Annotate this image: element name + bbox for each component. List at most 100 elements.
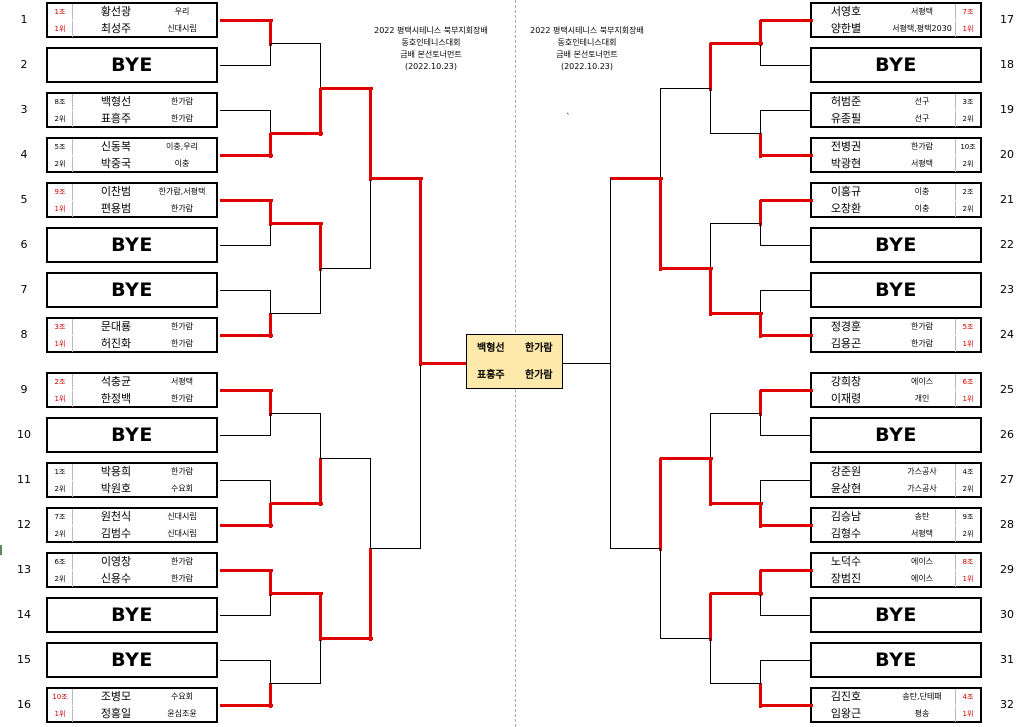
bracket-line <box>370 177 423 180</box>
club-name: 이충 <box>914 187 930 196</box>
title-right-line2: 동호인테니스대회 <box>557 38 617 47</box>
bracket-line <box>709 43 712 91</box>
player-name: 허범준 <box>830 95 862 108</box>
bracket-line <box>270 223 271 246</box>
bracket-line <box>220 19 273 22</box>
seed-number-24: 24 <box>1000 328 1014 341</box>
bracket-line <box>270 592 323 595</box>
club-name: 서평택,평택2030 <box>892 24 952 33</box>
bye-slot: BYE <box>46 417 218 453</box>
bracket-line <box>320 43 321 89</box>
seed-number-31: 31 <box>1000 653 1014 666</box>
player-name: 전병권 <box>830 140 862 153</box>
player-name: 박광현 <box>830 157 862 170</box>
bracket-line <box>369 88 372 181</box>
club-name: 수요회 <box>170 484 194 493</box>
bracket-line <box>709 268 712 316</box>
bracket-line <box>220 245 271 246</box>
club-name: 서평택 <box>910 529 934 538</box>
club-name: 서평택 <box>910 7 934 16</box>
bracket-line <box>270 132 323 135</box>
seed-number-25: 25 <box>1000 383 1014 396</box>
club-name: 한가람 <box>170 467 194 476</box>
club-name: 에이스 <box>910 557 934 566</box>
player-name: 박용희 <box>100 465 132 478</box>
bracket-line <box>760 389 813 392</box>
seed-number-15: 15 <box>17 653 31 666</box>
bracket-line <box>270 110 271 134</box>
seed-number-9: 9 <box>20 383 28 396</box>
bracket-line <box>319 458 322 506</box>
bracket-line <box>270 222 323 225</box>
club-name: 한가람 <box>910 142 934 151</box>
bracket-line <box>710 638 711 684</box>
player-name: 김형수 <box>830 527 862 540</box>
player-name: 윤상현 <box>830 482 862 495</box>
seed-number-21: 21 <box>1000 193 1014 206</box>
bracket-line <box>270 290 271 314</box>
club-name: 이충 <box>914 204 930 213</box>
seed-number-3: 3 <box>20 103 28 116</box>
rank-label: 1위 <box>48 706 73 722</box>
group-label: 2조 <box>955 184 980 200</box>
player-name: 양한별 <box>830 22 862 35</box>
club-name: 이충 <box>174 159 190 168</box>
seed-number-11: 11 <box>17 473 31 486</box>
seed-number-28: 28 <box>1000 518 1014 531</box>
seed-number-32: 32 <box>1000 698 1014 711</box>
bracket-line <box>760 334 813 337</box>
club-name: 평송 <box>914 709 930 718</box>
bracket-line <box>710 42 763 45</box>
club-name: 수요회 <box>170 692 194 701</box>
bracket-line <box>760 245 811 246</box>
bracket-line <box>270 313 321 314</box>
bracket-line <box>760 19 813 22</box>
player-name: 황선광 <box>100 5 132 18</box>
player-name: 강희창 <box>830 375 862 388</box>
bracket-line <box>759 570 762 596</box>
player-name: 박원호 <box>100 482 132 495</box>
title-left-line2: 동호인테니스대회 <box>401 38 461 47</box>
group-label: 9조 <box>48 184 73 200</box>
bracket-line <box>759 200 762 226</box>
bye-label: BYE <box>111 279 153 301</box>
group-label: 5조 <box>48 139 73 155</box>
bracket-line <box>710 413 761 414</box>
bracket-line <box>320 268 371 269</box>
group-label: 8조 <box>955 554 980 570</box>
club-name: 송탄 <box>914 512 930 521</box>
club-name: 한가람 <box>170 204 194 213</box>
rank-label: 2위 <box>48 156 73 172</box>
bracket-line <box>709 593 712 641</box>
title-left-line1: 2022 평택시테니스 북부지회장배 <box>374 26 488 35</box>
group-label: 3조 <box>48 319 73 335</box>
bracket-line <box>320 638 321 684</box>
title-right-line4: (2022.10.23) <box>560 62 614 71</box>
bracket-line <box>269 683 272 708</box>
stray-mark: ` <box>566 113 571 123</box>
bracket-line <box>220 389 273 392</box>
bye-label: BYE <box>111 54 153 76</box>
rank-label: 1위 <box>955 391 980 407</box>
group-label: 2조 <box>48 374 73 390</box>
player-name: 신용수 <box>100 572 132 585</box>
rank-label: 1위 <box>955 336 980 352</box>
bracket-line <box>760 290 811 291</box>
seed-number-19: 19 <box>1000 103 1014 116</box>
bracket-line <box>220 110 271 111</box>
bracket-line <box>269 20 272 46</box>
club-name: 서평택 <box>910 159 934 168</box>
bracket-line <box>759 20 762 46</box>
seed-number-10: 10 <box>17 428 31 441</box>
bracket-line <box>610 177 663 180</box>
bye-slot: BYE <box>46 47 218 83</box>
rank-label: 2위 <box>955 526 980 542</box>
seed-number-2: 2 <box>20 58 28 71</box>
